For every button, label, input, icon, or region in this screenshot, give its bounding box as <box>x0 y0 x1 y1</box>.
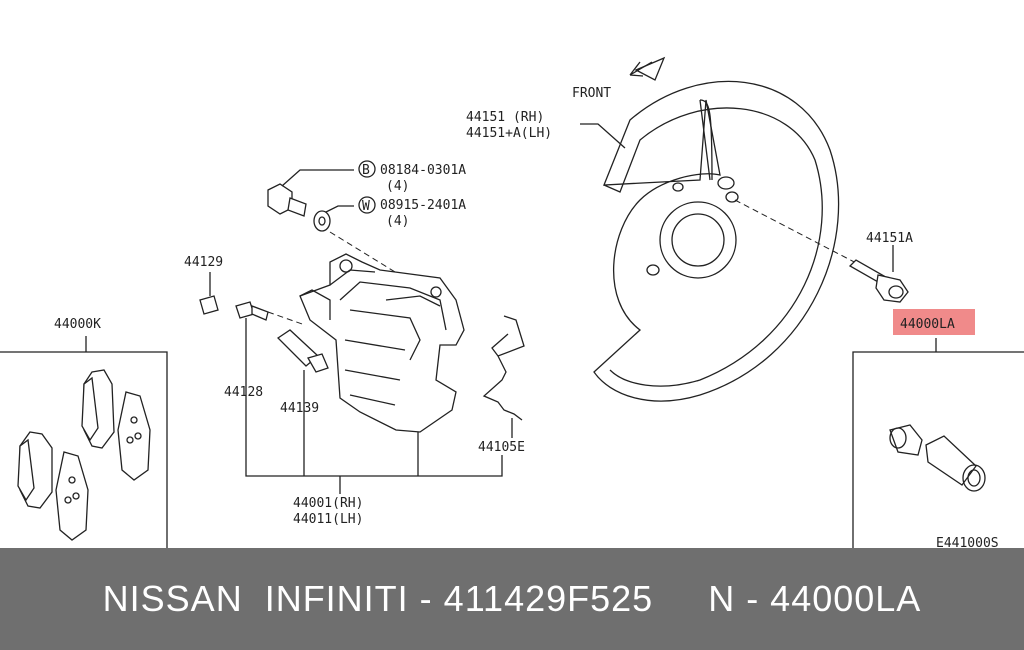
brake-pad-icon <box>81 369 115 449</box>
diagram-code: E441000S <box>936 536 999 548</box>
parts-diagram: FRONT 44151 (RH) 44151+A(LH) 44151A 4400… <box>0 56 1024 548</box>
label-caliper-rh: 44001(RH) <box>293 496 363 511</box>
label-44105e: 44105E <box>478 440 525 455</box>
banner-text: NISSAN INFINITI - 411429F525 N - 44000LA <box>102 578 922 619</box>
washer-icon <box>313 210 331 232</box>
part-number-banner: NISSAN INFINITI - 411429F525 N - 44000LA <box>0 548 1024 650</box>
pin-boot-icon <box>889 424 923 456</box>
brake-pad-icon <box>117 391 151 481</box>
washer-w-badge <box>358 196 376 214</box>
bolt-b-code: 08184-0301A <box>380 163 466 178</box>
brake-pad-icon <box>17 431 53 509</box>
leader-caliper-assembly <box>245 318 503 494</box>
bleeder-screw-icon <box>235 301 269 321</box>
slide-pin-icon <box>276 329 329 373</box>
bolt-b-letter: B <box>362 163 370 178</box>
front-arrow-icon <box>629 56 666 81</box>
anti-rattle-clip-icon <box>482 315 525 421</box>
caliper-bolt-icon <box>267 183 307 217</box>
kit-box-44000k <box>0 351 168 548</box>
kit-box-44000la <box>852 351 1024 548</box>
label-44151-lh: 44151+A(LH) <box>466 126 552 141</box>
label-caliper-lh: 44011(LH) <box>293 512 363 527</box>
label-44139: 44139 <box>280 401 319 416</box>
bolt-b-qty: (4) <box>386 179 409 194</box>
label-44129: 44129 <box>184 255 223 270</box>
guide-pin-icon <box>925 435 986 492</box>
washer-w-qty: (4) <box>386 214 409 229</box>
leader-bolt-b <box>281 169 354 187</box>
leader-44151 <box>580 123 626 149</box>
backing-plate <box>593 80 840 402</box>
alignment-line-plate <box>734 199 861 266</box>
bolt-44151a-icon <box>848 259 909 303</box>
bolt-b-badge <box>358 160 376 178</box>
alignment-line-bleeder <box>267 311 306 326</box>
label-44000k: 44000K <box>54 317 101 332</box>
brake-pad-icon <box>55 451 89 541</box>
label-44151-rh: 44151 (RH) <box>466 110 544 125</box>
washer-w-code: 08915-2401A <box>380 198 466 213</box>
bleeder-cap-icon <box>199 295 219 315</box>
label-44000la: 44000LA <box>900 317 955 332</box>
brake-caliper <box>299 253 465 433</box>
label-44000la-highlight <box>893 309 975 335</box>
label-44128: 44128 <box>224 385 263 400</box>
label-44151a: 44151A <box>866 231 913 246</box>
front-label: FRONT <box>572 86 611 101</box>
leader-washer-w <box>325 205 354 213</box>
alignment-line-bolt <box>329 231 401 276</box>
washer-w-letter: W <box>362 199 370 214</box>
